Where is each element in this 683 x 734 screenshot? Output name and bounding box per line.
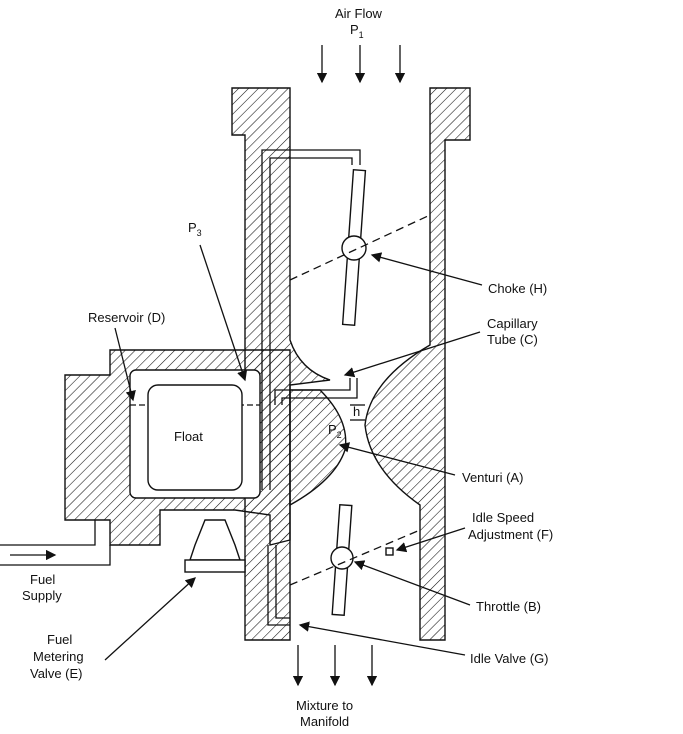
venturi-left — [289, 389, 347, 507]
mixture-label-2: Manifold — [300, 714, 349, 729]
choke-label: Choke (H) — [488, 281, 547, 296]
idle-valve-label: Idle Valve (G) — [470, 651, 549, 666]
p2-label: P2 — [328, 422, 342, 440]
reservoir-label: Reservoir (D) — [88, 310, 165, 325]
fuel-supply-pipe — [0, 520, 111, 566]
capillary-tube — [274, 378, 358, 405]
right-wall — [364, 87, 471, 641]
fuel-supply-label-1: Fuel — [30, 572, 55, 587]
idle-speed-screw — [385, 547, 394, 556]
fuel-supply-label-2: Supply — [22, 588, 62, 603]
capillary-label-2: Tube (C) — [487, 332, 538, 347]
throttle-label: Throttle (B) — [476, 599, 541, 614]
fuel-metering-label-2: Metering — [33, 649, 84, 664]
fuel-metering-valve — [189, 519, 241, 561]
idle-tube — [267, 545, 290, 626]
venturi-label: Venturi (A) — [462, 470, 523, 485]
mixture-arrows — [292, 645, 378, 687]
fuel-metering-label-1: Fuel — [47, 632, 72, 647]
capillary-label-1: Capillary — [487, 316, 538, 331]
choke-plate — [289, 169, 431, 326]
leader-lines — [104, 244, 483, 661]
h-label: h — [353, 404, 360, 419]
idle-passage — [261, 149, 361, 490]
mixture-label-1: Mixture to — [296, 698, 353, 713]
p3-label: P3 — [188, 220, 202, 238]
valve-nut — [184, 559, 246, 573]
fuel-metering-label-3: Valve (E) — [30, 666, 83, 681]
idle-speed-label-1: Idle Speed — [472, 510, 534, 525]
air-flow-arrows — [316, 45, 406, 84]
throttle-plate — [289, 503, 421, 617]
float-label: Float — [174, 429, 203, 444]
air-flow-label: Air Flow — [335, 6, 383, 21]
float — [147, 384, 243, 491]
p1-label: P1 — [350, 22, 364, 40]
idle-speed-label-2: Adjustment (F) — [468, 527, 553, 542]
